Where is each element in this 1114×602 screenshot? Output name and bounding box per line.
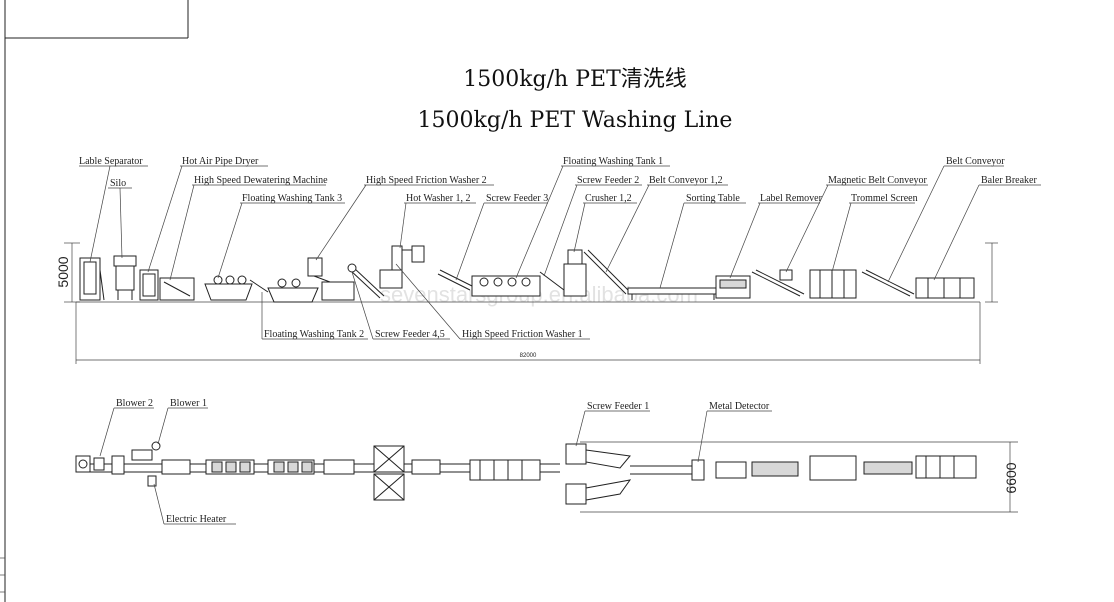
label-crusher: Crusher 1,2 xyxy=(585,193,632,204)
label-hot-washer: Hot Washer 1, 2 xyxy=(406,193,471,204)
label-baler-breaker: Baler Breaker xyxy=(981,175,1037,186)
callout-floating-tank-1: Floating Washing Tank 1 xyxy=(515,156,670,279)
elevation-view: 5000 82000 xyxy=(55,156,1041,364)
label-high-speed-friction-washer-1: High Speed Friction Washer 1 xyxy=(462,329,583,340)
equipment-magnetic-belt-conveyor xyxy=(751,269,805,297)
callout-screw-feeder-3: Screw Feeder 3 xyxy=(455,193,548,281)
equipment-floating-tank-3 xyxy=(204,275,253,301)
callout-crusher: Crusher 1,2 xyxy=(573,193,637,253)
title-chinese: 1500kg/h PET清洗线 xyxy=(463,67,687,92)
equipment-blower-2 xyxy=(75,455,105,473)
equipment-baler-breaker xyxy=(915,277,975,299)
equipment-floating-tank-2 xyxy=(249,278,319,303)
callout-belt-conveyor-12: Belt Conveyor 1,2 xyxy=(605,175,728,273)
callout-trommel-screen: Trommel Screen xyxy=(831,193,918,273)
label-sorting-table: Sorting Table xyxy=(686,193,740,204)
equipment-lable-separator xyxy=(79,257,105,301)
callout-screw-feeder-1: Screw Feeder 1 xyxy=(575,401,650,447)
callout-electric-heater: Electric Heater xyxy=(153,483,236,525)
dimension-height-bottom: 6600 xyxy=(580,441,1019,513)
label-blower-2: Blower 2 xyxy=(116,398,153,409)
callout-friction-washer-1: High Speed Friction Washer 1 xyxy=(395,263,590,340)
equipment-label-remover xyxy=(715,275,751,299)
dim-label-6600: 6600 xyxy=(1003,462,1019,493)
callout-screw-feeder-2: Screw Feeder 2 xyxy=(543,175,642,277)
label-magnetic-belt-conveyor: Magnetic Belt Conveyor xyxy=(828,175,928,186)
equipment-screw-feeder-3 xyxy=(437,269,473,291)
label-high-speed-friction-washer-2: High Speed Friction Washer 2 xyxy=(366,175,487,186)
label-metal-detector: Metal Detector xyxy=(709,401,770,412)
label-label-remover: Label Remover xyxy=(760,193,823,204)
callout-blower-1: Blower 1 xyxy=(157,398,208,445)
equipment-electric-heater xyxy=(147,459,191,487)
callout-floating-tank-2: Floating Washing Tank 2 xyxy=(261,292,368,340)
label-high-speed-dewatering: High Speed Dewatering Machine xyxy=(194,175,328,186)
label-belt-conveyor: Belt Conveyor xyxy=(946,156,1005,167)
callout-hot-air-pipe-dryer: Hot Air Pipe Dryer xyxy=(147,156,268,273)
label-floating-washing-tank-3: Floating Washing Tank 3 xyxy=(242,193,342,204)
callout-silo: Silo xyxy=(108,178,132,259)
callout-hot-washer: Hot Washer 1, 2 xyxy=(399,193,476,249)
label-floating-washing-tank-2: Floating Washing Tank 2 xyxy=(264,329,364,340)
callout-metal-detector: Metal Detector xyxy=(697,401,772,463)
callout-screw-feeder-45: Screw Feeder 4,5 xyxy=(351,271,450,340)
callout-blower-2: Blower 2 xyxy=(99,398,154,457)
equipment-hot-washer xyxy=(379,245,425,289)
dimension-length: 82000 xyxy=(75,302,981,364)
label-floating-washing-tank-1: Floating Washing Tank 1 xyxy=(563,156,663,167)
dimension-height-top: 5000 xyxy=(55,242,80,303)
dim-label-5000: 5000 xyxy=(55,256,71,287)
label-hot-air-pipe-dryer: Hot Air Pipe Dryer xyxy=(182,156,259,167)
dim-label-82000: 82000 xyxy=(520,353,537,359)
label-screw-feeder-3: Screw Feeder 3 xyxy=(486,193,548,204)
callout-baler-breaker: Baler Breaker xyxy=(933,175,1041,281)
equipment-belt-conveyor xyxy=(861,269,915,297)
label-screw-feeder-2: Screw Feeder 2 xyxy=(577,175,639,186)
callout-label-remover: Label Remover xyxy=(729,193,823,279)
label-screw-feeder-45: Screw Feeder 4,5 xyxy=(375,329,445,340)
equipment-dewatering-machine xyxy=(159,277,195,301)
plan-view: 6600 Blower 2 Blower 1 Electric Heater S… xyxy=(75,398,1019,525)
callout-lable-separator: Lable Separator xyxy=(79,156,148,263)
equipment-belt-conveyor-12 xyxy=(583,249,631,295)
callout-floating-tank-3: Floating Washing Tank 3 xyxy=(217,193,345,279)
label-silo: Silo xyxy=(110,178,126,189)
equipment-metal-detector xyxy=(691,455,977,481)
dimension-height-right xyxy=(985,242,998,303)
callout-dewatering: High Speed Dewatering Machine xyxy=(169,175,328,281)
equipment-screw-feeder-45 xyxy=(347,263,385,299)
equipment-friction-washer-2 xyxy=(307,257,355,301)
label-belt-conveyor-12: Belt Conveyor 1,2 xyxy=(649,175,723,186)
equipment-pipe-dryer-plan xyxy=(205,459,355,475)
drawing-frame xyxy=(0,0,189,602)
label-electric-heater: Electric Heater xyxy=(166,514,227,525)
callout-belt-conveyor: Belt Conveyor xyxy=(887,156,1005,283)
callout-sorting-table: Sorting Table xyxy=(659,193,746,289)
label-trommel-screen: Trommel Screen xyxy=(851,193,918,204)
equipment-hot-air-pipe-dryer xyxy=(139,269,159,301)
equipment-trommel-screen xyxy=(809,269,857,299)
equipment-blower-1 xyxy=(111,441,161,475)
equipment-screw-feeder-1 xyxy=(565,443,696,505)
title-english: 1500kg/h PET Washing Line xyxy=(418,108,733,133)
label-blower-1: Blower 1 xyxy=(170,398,207,409)
callout-magnetic-belt-conveyor: Magnetic Belt Conveyor xyxy=(785,175,928,273)
label-lable-separator: Lable Separator xyxy=(79,156,143,167)
callout-friction-washer-2: High Speed Friction Washer 2 xyxy=(315,175,494,261)
equipment-silo xyxy=(113,255,137,300)
label-screw-feeder-1: Screw Feeder 1 xyxy=(587,401,649,412)
equipment-crusher xyxy=(563,249,587,297)
equipment-washers-plan xyxy=(411,459,541,481)
equipment-floating-tank-1 xyxy=(471,271,565,297)
equipment-friction-washers-plan xyxy=(373,445,405,501)
